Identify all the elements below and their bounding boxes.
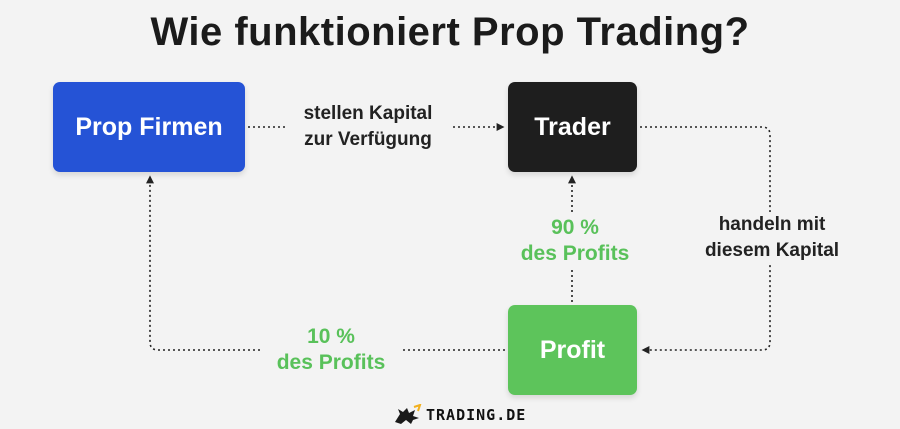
firm-share-label: 10 % des Profits	[260, 324, 402, 376]
brand-logo[interactable]: TRADING.DE	[392, 402, 526, 428]
trader-share-line2: des Profits	[520, 242, 630, 265]
logo-text: TRADING.DE	[426, 406, 527, 424]
capital-label: stellen Kapital zur Verfügung	[285, 101, 451, 153]
firm-share-line2: des Profits	[276, 351, 386, 374]
capital-label-line2: zur Verfügung	[304, 129, 432, 150]
trade-label: handeln mit diesem Kapital	[694, 212, 850, 264]
trade-arrow	[640, 126, 771, 354]
prop-firms-node: Prop Firmen	[53, 82, 245, 172]
trade-label-line1: handeln mit	[718, 214, 826, 235]
trade-label-line2: diesem Kapital	[704, 240, 840, 261]
bull-bear-icon	[395, 404, 422, 424]
trader-share-label: 90 % des Profits	[504, 215, 646, 267]
trader-share-line1: 90 %	[551, 216, 599, 239]
firm-share-line1: 10 %	[307, 325, 355, 348]
page-title: Wie funktioniert Prop Trading?	[150, 10, 750, 54]
capital-label-line1: stellen Kapital	[303, 103, 433, 124]
trader-node: Trader	[508, 82, 637, 172]
profit-node: Profit	[508, 305, 637, 395]
